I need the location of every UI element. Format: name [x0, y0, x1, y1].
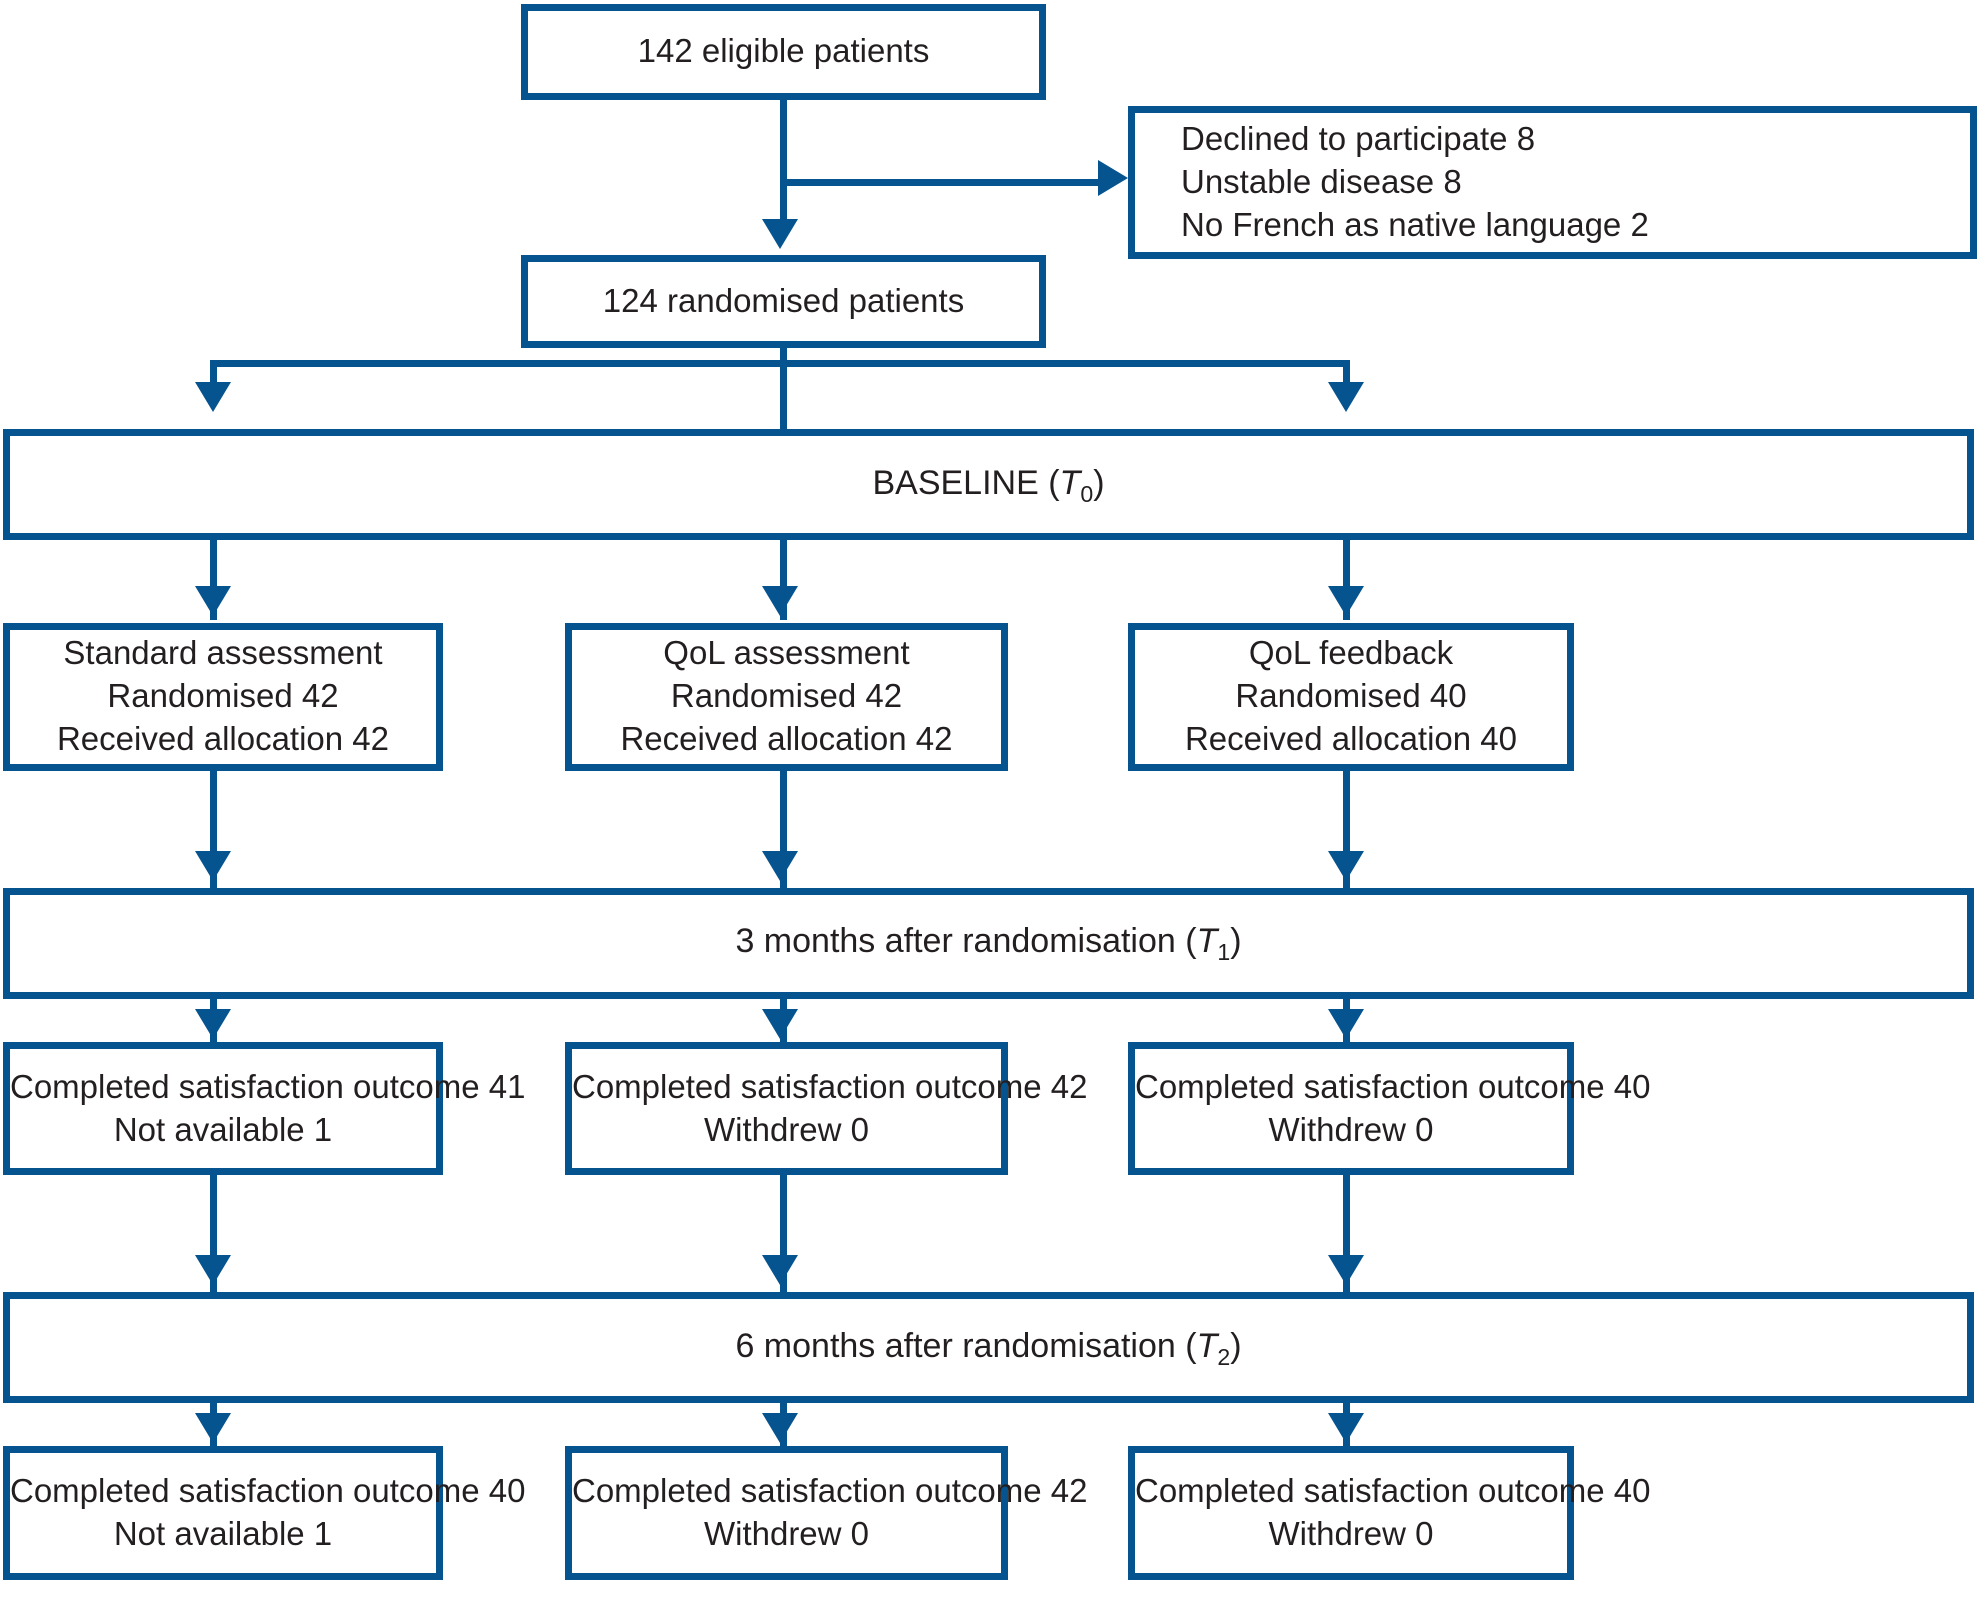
t2-arm-2-completed: Completed satisfaction outcome 42 — [572, 1472, 1088, 1510]
connector-randomised-distributor — [210, 360, 1350, 368]
randomised-patients-label: 124 randomised patients — [602, 282, 965, 320]
node-eligible-patients: 142 eligible patients — [521, 3, 1046, 100]
arm-3-randomised: Randomised 40 — [1235, 677, 1467, 715]
exclusion-no-french: No French as native language 2 — [1181, 205, 1649, 243]
connector-randomised-stem — [780, 347, 787, 469]
arm-allocation-box-3: QoL feedback Randomised 40 Received allo… — [1128, 622, 1574, 771]
t2-arm-3-attrition: Withdrew 0 — [1268, 1514, 1434, 1552]
arm-3-received: Received allocation 40 — [1184, 720, 1518, 758]
connector-baseline-to-arm-1 — [210, 540, 217, 621]
t2-arm-1-completed: Completed satisfaction outcome 40 — [10, 1472, 526, 1510]
arrowhead-t2-outcome-2 — [762, 1413, 798, 1444]
connector-t1-outcome-2-to-t2 — [780, 1175, 787, 1293]
connector-randomised-branch-right — [1343, 360, 1350, 391]
t1-arm-2-completed: Completed satisfaction outcome 42 — [572, 1067, 1088, 1105]
arm-3-title: QoL feedback — [1248, 634, 1454, 672]
arrowhead-arm-1-to-t1 — [195, 850, 231, 881]
t2-label: 6 months after randomisation (T2) — [735, 1326, 1242, 1370]
stage-bar-t1: 3 months after randomisation (T1) — [3, 887, 1974, 999]
arrowhead-t1-outcome-2-to-t2 — [762, 1255, 798, 1286]
connector-arm-3-to-t1 — [1343, 770, 1350, 888]
baseline-label: BASELINE (T0) — [872, 463, 1105, 507]
arm-1-received: Received allocation 42 — [56, 720, 390, 758]
arrowhead-randomised-left — [195, 382, 231, 413]
arm-2-title: QoL assessment — [663, 634, 910, 672]
arm-2-received: Received allocation 42 — [620, 720, 953, 758]
arrowhead-baseline-arm-1 — [195, 585, 231, 616]
connector-randomised-branch-left — [210, 360, 217, 391]
arm-allocation-box-1: Standard assessment Randomised 42 Receiv… — [3, 622, 443, 771]
exclusion-declined: Declined to participate 8 — [1181, 120, 1536, 158]
arrowhead-t1-outcome-1 — [195, 1008, 231, 1039]
node-randomised-patients: 124 randomised patients — [521, 255, 1046, 348]
connector-arm-1-to-t1 — [210, 770, 217, 888]
t2-outcome-box-3: Completed satisfaction outcome 40 Withdr… — [1128, 1446, 1651, 1580]
arm-allocation-box-2: QoL assessment Randomised 42 Received al… — [565, 622, 1008, 771]
arrowhead-arm-3-to-t1 — [1328, 850, 1364, 881]
t1-arm-3-completed: Completed satisfaction outcome 40 — [1135, 1067, 1651, 1105]
arrowhead-t2-outcome-3 — [1328, 1413, 1364, 1444]
arrowhead-t1-outcome-1-to-t2 — [195, 1255, 231, 1286]
t1-arm-1-completed: Completed satisfaction outcome 41 — [10, 1067, 526, 1105]
t2-arm-3-completed: Completed satisfaction outcome 40 — [1135, 1472, 1651, 1510]
arrowhead-baseline-arm-3 — [1328, 585, 1364, 616]
t2-arm-1-attrition: Not available 1 — [113, 1514, 333, 1552]
arrowhead-baseline-arm-2 — [762, 585, 798, 616]
arm-2-randomised: Randomised 42 — [670, 677, 903, 715]
exclusion-unstable-disease: Unstable disease 8 — [1181, 163, 1462, 201]
t1-arm-2-attrition: Withdrew 0 — [703, 1110, 870, 1148]
t1-arm-3-attrition: Withdrew 0 — [1268, 1110, 1434, 1148]
arrowhead-eligible-to-randomised — [762, 219, 798, 250]
arrowhead-t2-outcome-1 — [195, 1413, 231, 1444]
connector-eligible-to-exclusions — [783, 178, 1103, 186]
t1-arm-1-attrition: Not available 1 — [113, 1110, 333, 1148]
t1-outcome-box-1: Completed satisfaction outcome 41 Not av… — [3, 1041, 526, 1176]
t2-outcome-box-1: Completed satisfaction outcome 40 Not av… — [3, 1446, 526, 1580]
connector-baseline-to-arm-2 — [780, 540, 787, 621]
eligible-patients-label: 142 eligible patients — [637, 32, 930, 70]
arm-1-randomised: Randomised 42 — [107, 677, 339, 715]
stage-bar-t2: 6 months after randomisation (T2) — [3, 1292, 1974, 1404]
arrowhead-to-exclusions — [1098, 160, 1128, 197]
arrowhead-t1-outcome-3-to-t2 — [1328, 1255, 1364, 1286]
stage-bar-baseline: BASELINE (T0) — [3, 429, 1974, 541]
t2-arm-2-attrition: Withdrew 0 — [703, 1514, 870, 1552]
t1-outcome-box-2: Completed satisfaction outcome 42 Withdr… — [565, 1041, 1088, 1176]
arm-1-title: Standard assessment — [63, 634, 383, 672]
connector-eligible-to-randomised — [780, 99, 787, 236]
connector-t1-outcome-3-to-t2 — [1343, 1175, 1350, 1293]
t1-outcome-box-3: Completed satisfaction outcome 40 Withdr… — [1128, 1041, 1651, 1176]
arrowhead-t1-outcome-2 — [762, 1008, 798, 1039]
connector-t1-outcome-1-to-t2 — [210, 1175, 217, 1293]
t1-label: 3 months after randomisation (T1) — [735, 922, 1242, 966]
arrowhead-arm-2-to-t1 — [762, 850, 798, 881]
node-exclusions: Declined to participate 8 Unstable disea… — [1128, 106, 1977, 259]
arrowhead-t1-outcome-3 — [1328, 1008, 1364, 1039]
connector-arm-2-to-t1 — [780, 770, 787, 888]
t2-outcome-box-2: Completed satisfaction outcome 42 Withdr… — [565, 1446, 1088, 1580]
arrowhead-randomised-right — [1328, 382, 1364, 413]
connector-baseline-to-arm-3 — [1343, 540, 1350, 621]
